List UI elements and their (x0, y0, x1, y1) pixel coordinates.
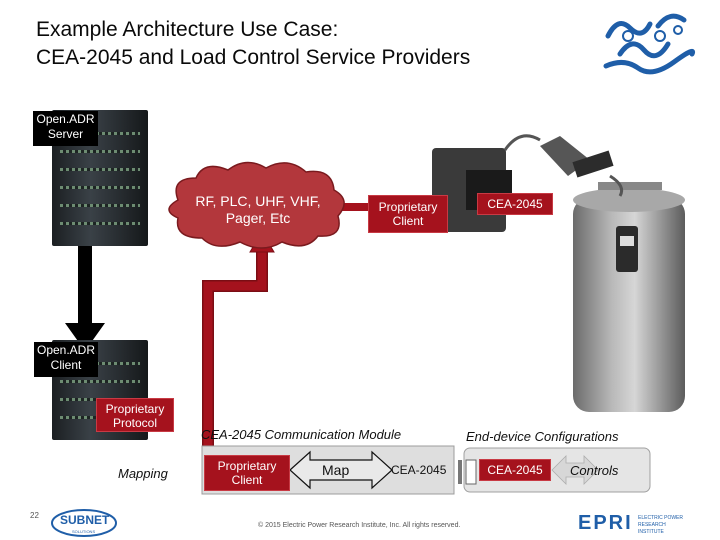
water-heater-icon (573, 182, 685, 412)
cea-2045-top: CEA-2045 (477, 193, 553, 215)
slide-title: Example Architecture Use Case: CEA-2045 … (36, 16, 596, 72)
cloud-to-module-arrow (202, 231, 275, 456)
server-client-arrow (65, 215, 105, 351)
logo-stamp-icon (603, 13, 696, 75)
module-heading: CEA-2045 Communication Module (201, 427, 402, 442)
title-line-2: CEA-2045 and Load Control Service Provid… (36, 46, 471, 69)
module-proprietary-client: Proprietary Client (204, 455, 290, 491)
title-line-1: Example Architecture Use Case: (36, 18, 339, 41)
connector-icon (458, 460, 462, 484)
proprietary-client-top: Proprietary Client (368, 195, 448, 233)
communication-cloud-label: RF, PLC, UHF, VHF, Pager, Etc (195, 193, 321, 226)
openadr-server-label: Open.ADR Server (33, 111, 98, 146)
proprietary-protocol-label: Proprietary Protocol (96, 398, 174, 432)
epri-logo-text: EPRI (578, 512, 633, 534)
subnet-logo-text: SUBNET (60, 513, 110, 527)
subnet-logo-tagline: SOLUTIONS (72, 529, 96, 534)
openadr-client-label: Open.ADR Client (34, 342, 98, 377)
epri-logo-tagline: ELECTRIC POWER RESEARCH INSTITUTE (638, 515, 684, 535)
end-device-cea-2045: CEA-2045 (479, 459, 551, 481)
page-number: 22 (30, 511, 39, 520)
mapping-label: Mapping (118, 466, 168, 481)
controls-label: Controls (570, 463, 619, 478)
epri-logo: EPRI ELECTRIC POWER RESEARCH INSTITUTE (578, 512, 688, 536)
communication-cloud (168, 161, 345, 249)
cloud-to-client-arrow (338, 203, 376, 211)
copyright-text: © 2015 Electric Power Research Institute… (258, 522, 461, 529)
end-device-heading: End-device Configurations (466, 429, 619, 444)
subnet-logo: SUBNET SOLUTIONS (50, 508, 118, 538)
map-label: Map (322, 462, 350, 478)
module-cea-2045: CEA-2045 (391, 463, 447, 477)
